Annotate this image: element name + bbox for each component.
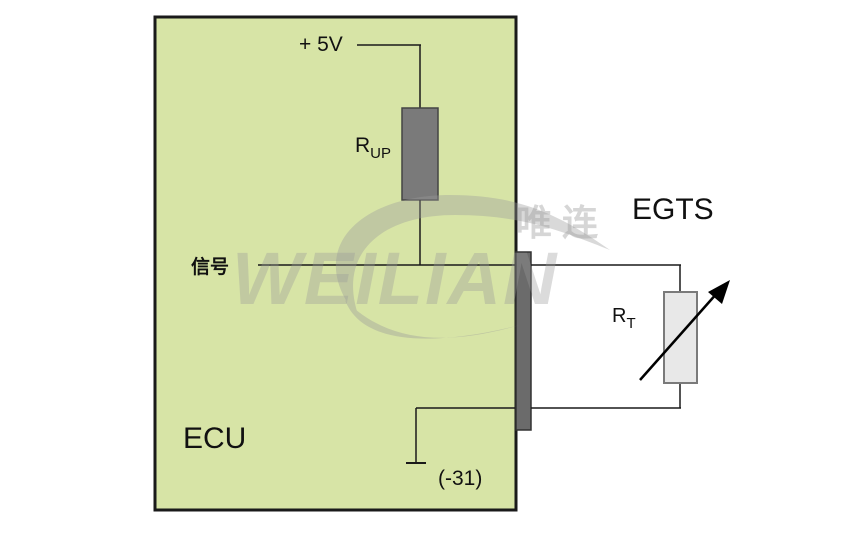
pullup-resistor	[401, 107, 439, 201]
thermistor-label-sub: T	[626, 315, 636, 332]
thermistor-label-main: R	[612, 305, 627, 327]
pullup-resistor-label-main: R	[355, 134, 371, 157]
watermark-chinese: 唯 连	[516, 202, 599, 243]
ground-label: (-31)	[438, 467, 483, 490]
variable-arrow-head	[708, 280, 730, 304]
ecu-box	[153, 15, 518, 512]
variable-arrow-line	[639, 291, 719, 381]
pullup-resistor-label: RUP	[355, 134, 391, 162]
signal-label: 信号	[191, 257, 230, 278]
ecu-label: ECU	[183, 422, 247, 455]
pullup-resistor-label-sub: UP	[370, 145, 392, 162]
thermistor-label: RT	[612, 305, 636, 332]
supply-label: + 5V	[299, 33, 343, 56]
watermark-swoosh-lower	[345, 300, 520, 339]
thermistor-resistor	[663, 291, 698, 384]
watermark	[335, 195, 610, 339]
connector	[515, 251, 532, 431]
watermark-text: WEILIAN	[232, 237, 559, 320]
sensor-label: EGTS	[632, 193, 714, 226]
